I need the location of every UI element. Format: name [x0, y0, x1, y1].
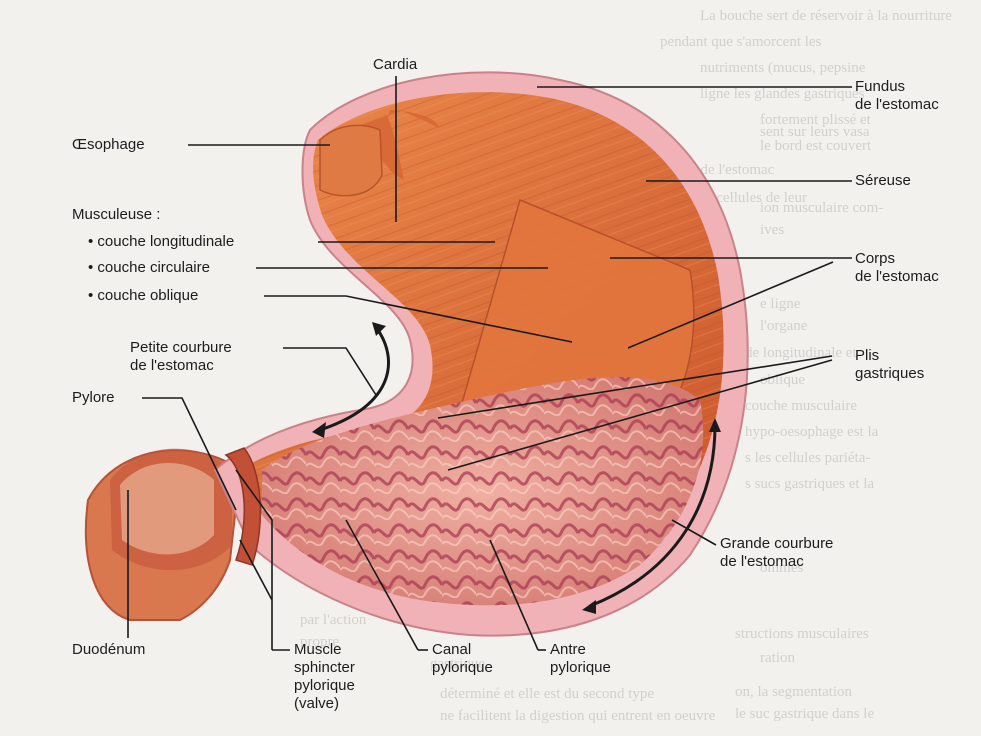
label-plis-line1: Plis: [855, 347, 924, 365]
label-canal-pylorique: Canal pylorique: [432, 641, 493, 677]
label-grande-courbure: Grande courbure de l'estomac: [720, 535, 833, 571]
label-couche-oblique: • couche oblique: [88, 287, 198, 305]
label-pylore: Pylore: [72, 389, 115, 407]
label-corps-line2: de l'estomac: [855, 268, 939, 286]
label-muscle-sphincter-line2: sphincter: [294, 659, 355, 677]
label-petite-courbure-line1: Petite courbure: [130, 339, 232, 357]
label-fundus-line1: Fundus: [855, 78, 939, 96]
label-grande-courbure-line2: de l'estomac: [720, 553, 833, 571]
label-canal-line1: Canal: [432, 641, 493, 659]
label-plis: Plis gastriques: [855, 347, 924, 383]
label-fundus-line2: de l'estomac: [855, 96, 939, 114]
label-muscle-sphincter-line3: pylorique: [294, 677, 355, 695]
label-corps-line1: Corps: [855, 250, 939, 268]
label-muscle-sphincter-line1: Muscle: [294, 641, 355, 659]
label-antre-line2: pylorique: [550, 659, 611, 677]
label-plis-line2: gastriques: [855, 365, 924, 383]
label-fundus: Fundus de l'estomac: [855, 78, 939, 114]
leader-petite-courbure: [283, 348, 376, 395]
label-muscle-sphincter: Muscle sphincter pylorique (valve): [294, 641, 355, 713]
duodenum-lumen: [120, 463, 214, 554]
label-canal-line2: pylorique: [432, 659, 493, 677]
label-grande-courbure-line1: Grande courbure: [720, 535, 833, 553]
oesophagus-tube: [320, 125, 382, 195]
label-cardia: Cardia: [373, 56, 417, 74]
label-petite-courbure: Petite courbure de l'estomac: [130, 339, 232, 375]
label-corps: Corps de l'estomac: [855, 250, 939, 286]
label-petite-courbure-line2: de l'estomac: [130, 357, 232, 375]
label-musculeuse: Musculeuse :: [72, 206, 160, 224]
label-oesophage: Œsophage: [72, 136, 145, 154]
label-antre-pylorique: Antre pylorique: [550, 641, 611, 677]
label-antre-line1: Antre: [550, 641, 611, 659]
label-couche-circulaire: • couche circulaire: [88, 259, 210, 277]
label-muscle-sphincter-line4: (valve): [294, 695, 355, 713]
label-sereuse: Séreuse: [855, 172, 911, 190]
label-couche-longitudinale: • couche longitudinale: [88, 233, 234, 251]
label-duodenum: Duodénum: [72, 641, 145, 659]
